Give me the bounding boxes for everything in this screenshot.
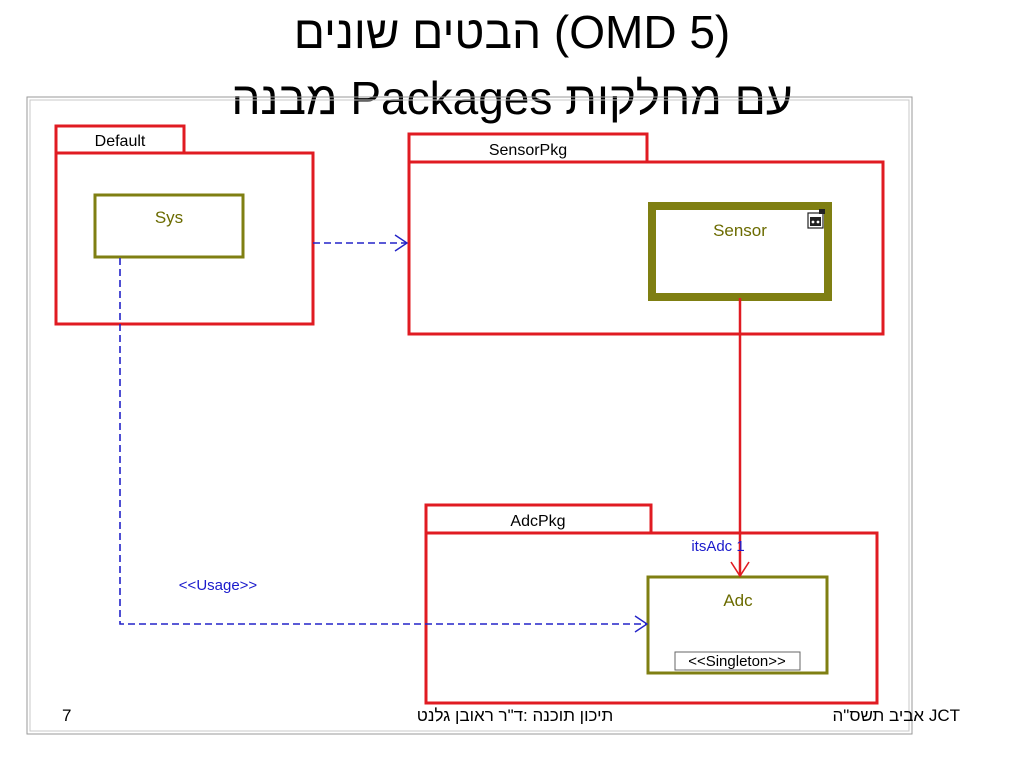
usage-stereotype-label: <<Usage>> <box>179 577 258 594</box>
association-role-label: itsAdc 1 <box>691 538 744 555</box>
diagram-inner-frame <box>29 99 910 732</box>
dependency-arrowhead <box>394 234 409 252</box>
class-sys-box <box>93 193 245 259</box>
class-adc-label: Adc <box>723 591 753 610</box>
class-sys-label: Sys <box>155 208 183 227</box>
package-default-label: Default <box>95 133 146 150</box>
footer-course: תיכון תוכנה :ד"ר ראובן גלנט <box>416 706 614 725</box>
association-arrowhead <box>730 561 750 578</box>
class-sensor-box <box>648 202 832 301</box>
package-adcpkg-tab <box>424 503 653 535</box>
class-adc[interactable]: Adc <<Singleton>> <box>646 575 829 675</box>
class-sensor[interactable]: Sensor <box>648 202 832 301</box>
slide-title-line-2: מבנה Packages עם מחלקות <box>231 72 793 124</box>
dependency-sys-adc[interactable]: <<Usage>> <box>119 258 649 633</box>
usage-line <box>119 258 646 625</box>
association-sensor-adc[interactable]: itsAdc 1 <box>691 298 750 578</box>
class-adc-stereotype: <<Singleton>> <box>688 653 786 670</box>
diagram-frame <box>26 96 913 735</box>
class-sys[interactable]: Sys <box>93 193 245 259</box>
package-sensorpkg-tab <box>407 132 649 164</box>
active-class-icon <box>807 209 825 229</box>
dependency-default-sensorpkg[interactable] <box>313 234 409 252</box>
slide-title-line-1: הבטים שונים (OMD 5) <box>293 6 731 58</box>
package-adcpkg-label: AdcPkg <box>510 513 565 530</box>
stereotype-box <box>674 651 801 671</box>
footer-page-number: 7 <box>62 706 72 725</box>
usage-arrowhead <box>634 615 649 633</box>
class-sensor-label: Sensor <box>713 221 767 240</box>
footer-term: אביב תשס"ה JCT <box>832 706 960 725</box>
package-sensorpkg-label: SensorPkg <box>489 142 567 159</box>
